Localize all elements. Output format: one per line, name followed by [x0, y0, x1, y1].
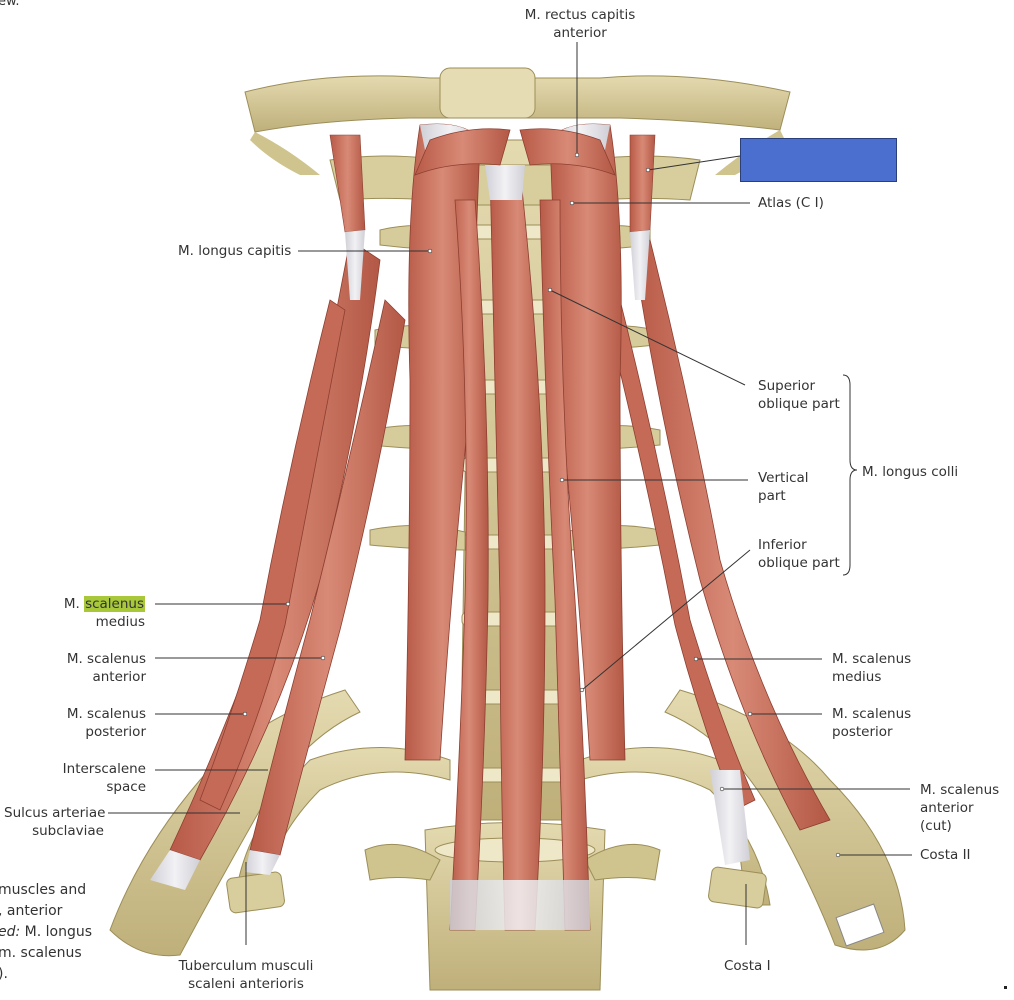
- label-tuberculum: Tuberculum musculi scaleni anterioris: [176, 957, 316, 993]
- caption-line: , anterior: [0, 903, 63, 919]
- longus-colli: [449, 165, 591, 931]
- label-line: M. scalenus: [920, 782, 1000, 798]
- label-longus-colli: M. longus colli: [862, 464, 959, 480]
- caption-line: ed: M. longus: [0, 922, 92, 943]
- label-line: space: [106, 779, 146, 795]
- caption-line: ).: [0, 966, 8, 982]
- label-inferior-oblique-part: Inferior oblique part: [758, 536, 840, 572]
- label-line: posterior: [832, 724, 893, 740]
- label-line: M. scalenus: [66, 651, 146, 667]
- label-interscalene-space: Interscalene space: [20, 760, 146, 796]
- label-scalenus-posterior-left: M. scalenus posterior: [20, 705, 146, 741]
- edge-mark: [1004, 986, 1007, 989]
- label-scalenus-medius-left: M. scalenus medius: [20, 595, 145, 631]
- caption-fragment-top: ew.: [0, 0, 20, 9]
- scalenus-muscles-left: [150, 239, 406, 890]
- label-line: anterior: [920, 800, 974, 816]
- label-line: Vertical: [758, 470, 809, 486]
- label-line: anterior: [553, 25, 607, 41]
- label-line: (cut): [920, 818, 952, 834]
- label-line: M. scalenus: [832, 706, 912, 722]
- label-line: Inferior: [758, 537, 807, 553]
- label-line: part: [758, 488, 786, 504]
- label-line: medius: [95, 614, 145, 630]
- label-sulcus-arteriae-subclaviae: Sulcus arteriae subclaviae: [4, 804, 106, 840]
- label-line: oblique part: [758, 555, 840, 571]
- label-costa-ii: Costa II: [920, 847, 971, 863]
- label-scalenus-anterior-left: M. scalenus anterior: [20, 650, 146, 686]
- label-vertical-part: Vertical part: [758, 469, 809, 505]
- scalenus-muscles-right: [604, 239, 831, 865]
- label-scalenus-medius-right: M. scalenus medius: [832, 650, 911, 686]
- label-line: Superior: [758, 378, 816, 394]
- label-line: scaleni anterioris: [188, 976, 304, 992]
- longus-colli-brace: [842, 374, 858, 576]
- label-line: Interscalene: [62, 761, 146, 777]
- caption-emphasis: ed:: [0, 924, 21, 940]
- label-prefix: M.: [63, 596, 85, 612]
- label-line: Sulcus arteriae: [4, 805, 106, 821]
- label-line: posterior: [85, 724, 146, 740]
- leader-lines: [108, 42, 912, 945]
- answer-box[interactable]: [740, 138, 897, 182]
- rectus-capitis-anterior: [414, 128, 616, 176]
- label-line: M. scalenus: [66, 706, 146, 722]
- caption-line: m. scalenus: [0, 945, 82, 961]
- label-line: M. rectus capitis: [524, 7, 636, 23]
- label-rectus-capitis-anterior: M. rectus capitis anterior: [520, 6, 640, 42]
- label-costa-i: Costa I: [724, 958, 771, 974]
- label-scalenus-anterior-cut: M. scalenus anterior (cut): [920, 781, 999, 835]
- caption-text: M. longus: [20, 924, 93, 940]
- lateral-straps: [329, 134, 656, 300]
- label-atlas: Atlas (C I): [758, 195, 824, 211]
- label-line: medius: [832, 669, 882, 685]
- label-scalenus-posterior-right: M. scalenus posterior: [832, 705, 911, 741]
- label-superior-oblique-part: Superior oblique part: [758, 377, 840, 413]
- skull-base: [244, 67, 791, 175]
- label-line: Tuberculum musculi: [178, 958, 314, 974]
- label-line: M. scalenus: [832, 651, 912, 667]
- label-longus-capitis: M. longus capitis: [178, 243, 292, 259]
- label-line: anterior: [92, 669, 146, 685]
- highlighted-word: scalenus: [84, 596, 145, 612]
- label-line: oblique part: [758, 396, 840, 412]
- caption-line: muscles and: [0, 882, 87, 898]
- figure-caption-fragment: muscles and , anterior ed: M. longus m. …: [0, 880, 92, 985]
- label-line: subclaviae: [32, 823, 104, 839]
